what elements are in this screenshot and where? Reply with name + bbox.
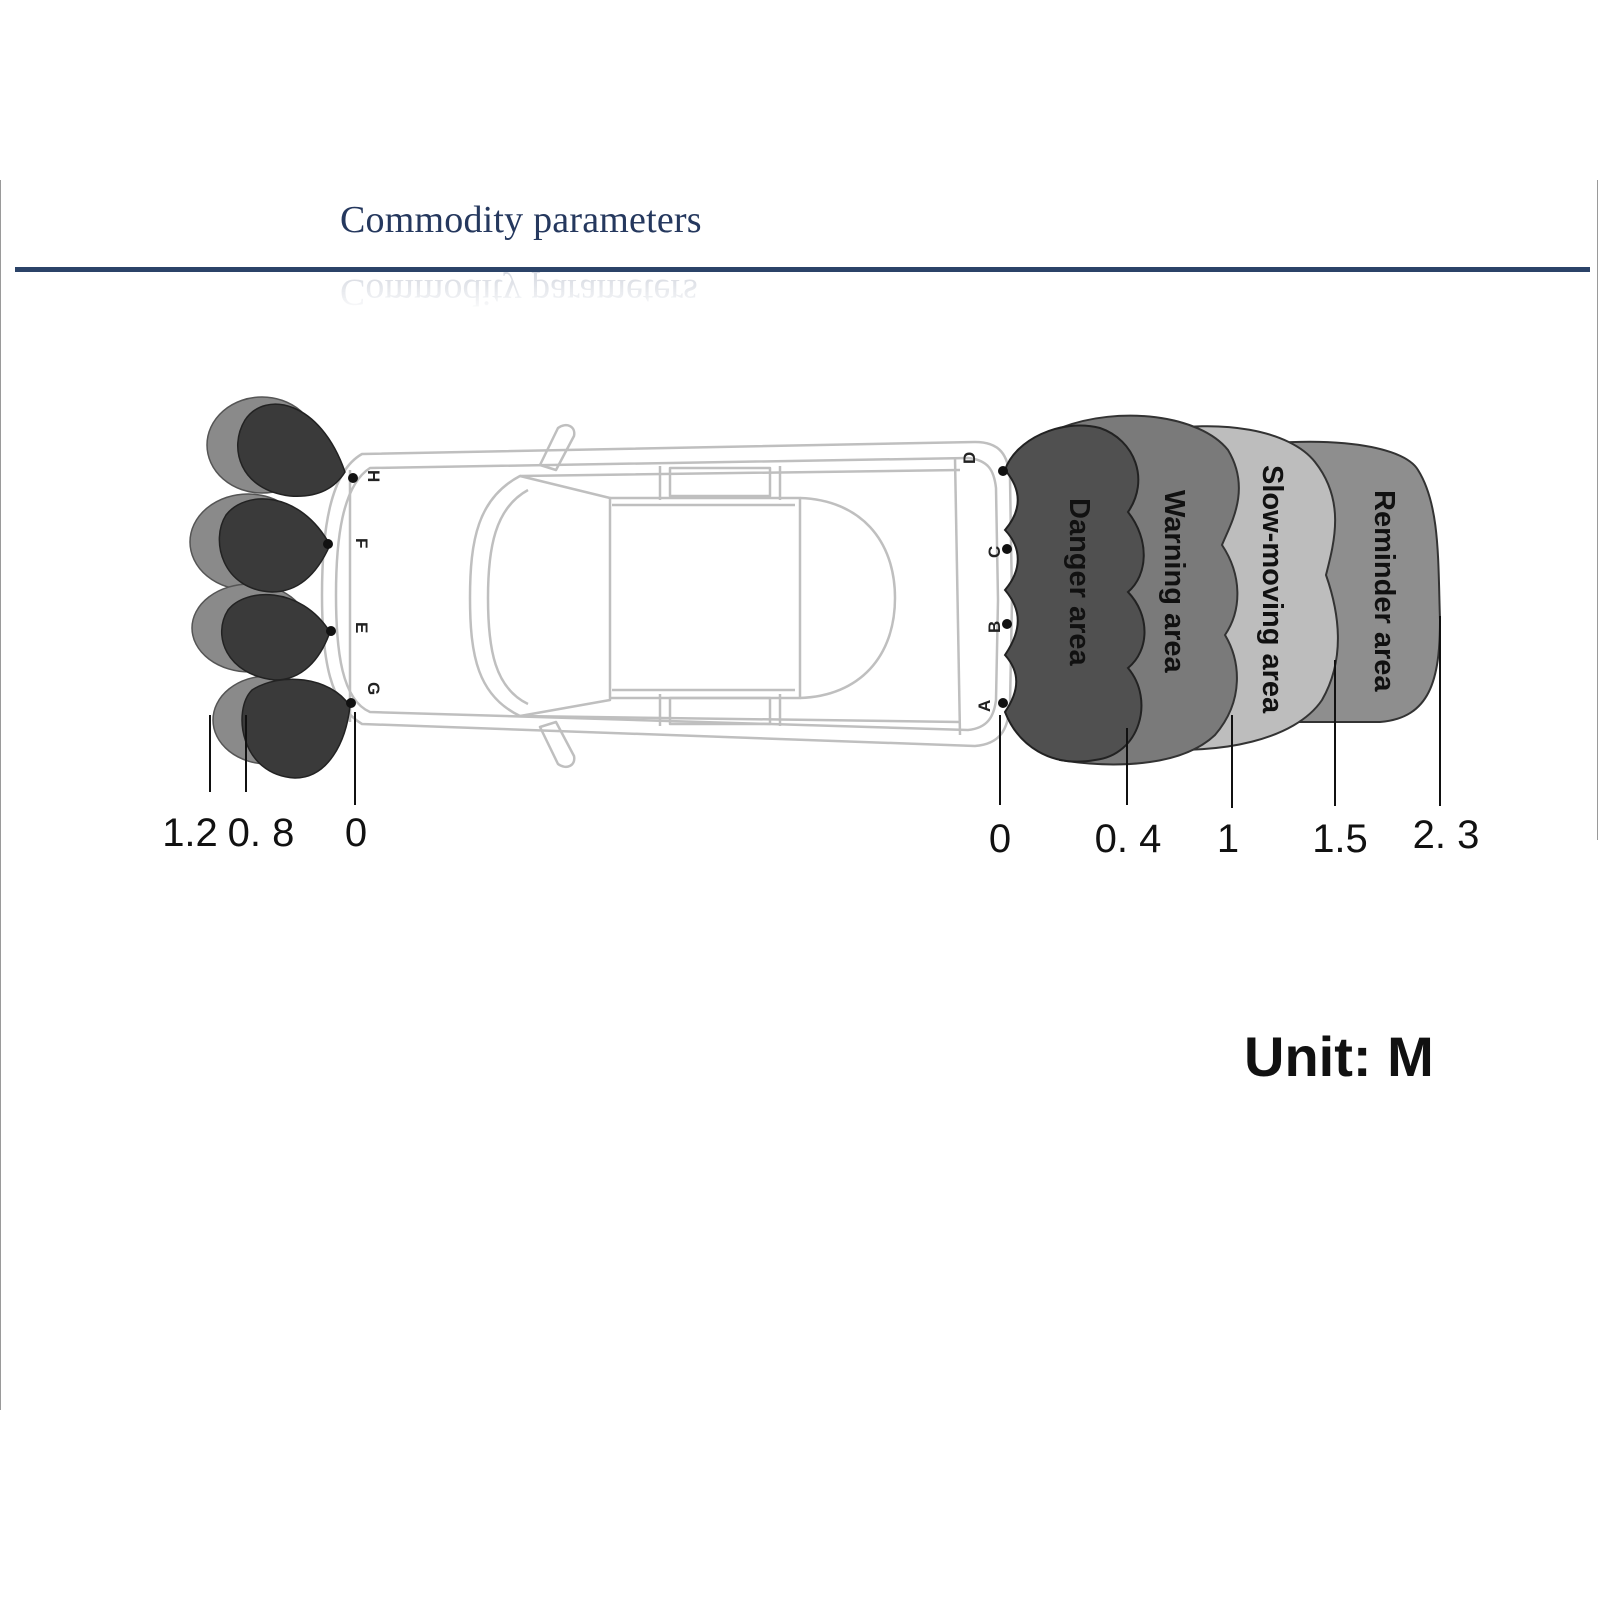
sensor-c-label: C	[985, 546, 1004, 558]
danger-area-label: Danger area	[1063, 498, 1095, 667]
rear-detection-lobes	[189, 396, 351, 779]
rear-distance-0-8: 0. 8	[228, 811, 295, 855]
slow-moving-area-label: Slow-moving area	[1256, 465, 1288, 714]
sensor-c-dot	[1002, 544, 1012, 554]
warning-area-label: Warning area	[1158, 490, 1190, 674]
sensor-a-dot	[998, 698, 1008, 708]
sensor-d-dot	[998, 466, 1008, 476]
unit-label: Unit: M	[1244, 1025, 1434, 1088]
front-distance-1: 1	[1217, 817, 1239, 861]
front-distance-0-4: 0. 4	[1095, 817, 1162, 861]
sensor-b-label: B	[985, 621, 1004, 633]
sensor-g-label: G	[364, 682, 383, 695]
distance-labels: 1.2 0. 8 0 0 0. 4 1 1.5 2. 3	[162, 811, 1479, 861]
reminder-area-label: Reminder area	[1368, 490, 1400, 692]
car-outline	[320, 424, 1014, 768]
sensor-letters: H F E G D C B A	[352, 452, 1004, 712]
danger-zone	[1003, 424, 1146, 763]
sensor-d-label: D	[960, 452, 979, 464]
front-distance-2-3: 2. 3	[1413, 813, 1480, 857]
zone-labels: Danger area Warning area Slow-moving are…	[1063, 465, 1400, 714]
sensor-b-dot	[1002, 619, 1012, 629]
sensor-e-label: E	[352, 622, 371, 633]
rear-distance-0: 0	[345, 811, 367, 855]
rear-distance-1-2: 1.2	[162, 811, 218, 855]
header-rule	[15, 267, 1590, 272]
sensor-h-label: H	[364, 470, 383, 482]
front-distance-1-5: 1.5	[1312, 817, 1368, 861]
sensor-e-dot	[326, 626, 336, 636]
page-title: Commodity parameters	[340, 199, 702, 241]
right-frame-line	[1597, 180, 1598, 840]
sensor-f-dot	[323, 539, 333, 549]
sensor-dots	[323, 466, 1012, 708]
sensor-a-label: A	[975, 700, 994, 712]
front-distance-0: 0	[989, 817, 1011, 861]
rear-lobe-e-inner	[220, 593, 331, 681]
sensor-g-dot	[346, 698, 356, 708]
distance-ticks	[209, 616, 1441, 808]
rear-lobe-h-inner	[237, 403, 346, 497]
rear-lobe-f-inner	[218, 498, 331, 593]
left-frame-line	[0, 180, 1, 1410]
sensor-h-dot	[348, 473, 358, 483]
front-detection-zones	[1003, 414, 1442, 766]
sensor-f-label: F	[352, 538, 371, 548]
